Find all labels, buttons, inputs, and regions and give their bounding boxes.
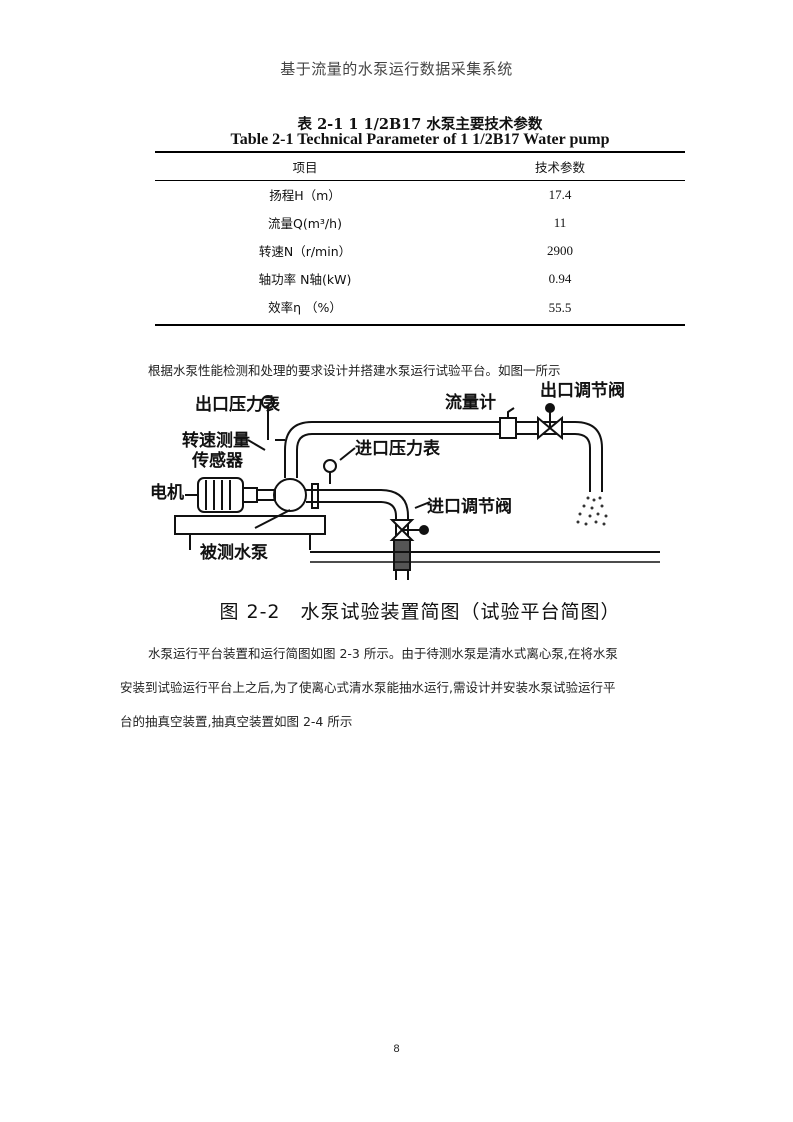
label-pump-under-test: 被测水泵	[200, 542, 268, 563]
intro-paragraph: 根据水泵性能检测和处理的要求设计并搭建水泵运行试验平台。如图一所示	[148, 363, 561, 378]
label-outlet-pressure-gauge: 出口压力表	[195, 394, 281, 415]
table-header-item: 项目	[292, 160, 318, 175]
table-row-label: 转速N（r/min）	[258, 244, 352, 259]
table-top-rule	[155, 151, 685, 153]
pump-shape	[273, 478, 307, 512]
table-row-label: 轴功率 N轴(kW)	[258, 272, 352, 287]
table-row-value: 55.5	[548, 300, 572, 315]
table-row-value: 11	[553, 215, 567, 230]
table-caption-cn: 表 2-1 1 1/2B17 水泵主要技术参数	[297, 116, 543, 133]
outlet-gauge-shape	[261, 395, 275, 409]
label-speed-sensor-line1: 转速测量	[182, 430, 250, 451]
table-row-value: 2900	[547, 243, 573, 258]
motor-shape	[197, 477, 244, 513]
table-row-value: 0.94	[548, 271, 572, 286]
table-header-rule	[155, 180, 685, 181]
label-motor: 电机	[150, 482, 184, 503]
label-flow-meter: 流量计	[445, 392, 496, 413]
table-row-label: 效率η （%）	[268, 300, 342, 315]
body-paragraph-line: 台的抽真空装置,抽真空装置如图 2-4 所示	[120, 714, 353, 729]
figure-caption: 图 2-2 水泵试验装置简图（试验平台简图）	[219, 601, 621, 623]
table-caption-en: Table 2-1 Technical Parameter of 1 1/2B1…	[230, 131, 610, 148]
page-header: 基于流量的水泵运行数据采集系统	[280, 60, 513, 78]
table-row-label: 流量Q(m³/h)	[268, 216, 342, 231]
inlet-gauge-shape	[323, 459, 337, 473]
table-header-param: 技术参数	[534, 160, 585, 175]
table-row-value: 17.4	[548, 187, 572, 202]
label-inlet-valve: 进口调节阀	[427, 496, 512, 517]
pump-test-rig-diagram: 出口压力表 流量计 出口调节阀 转速测量 传感器 进口压力表 电机 进口调节阀 …	[150, 380, 660, 580]
platform-base	[174, 515, 326, 535]
table-row-label: 扬程H（m）	[269, 188, 341, 203]
page-number: 8	[393, 1043, 400, 1055]
label-outlet-valve: 出口调节阀	[540, 380, 625, 401]
label-inlet-pressure-gauge: 进口压力表	[355, 438, 441, 459]
body-paragraph-line: 安装到试验运行平台上之后,为了使离心式清水泵能抽水运行,需设计并安装水泵试验运行…	[120, 680, 616, 695]
label-speed-sensor-line2: 传感器	[191, 450, 244, 471]
table-bottom-rule	[155, 324, 685, 326]
body-paragraph-line: 水泵运行平台装置和运行简图如图 2-3 所示。由于待测水泵是清水式离心泵,在将水…	[148, 646, 618, 661]
